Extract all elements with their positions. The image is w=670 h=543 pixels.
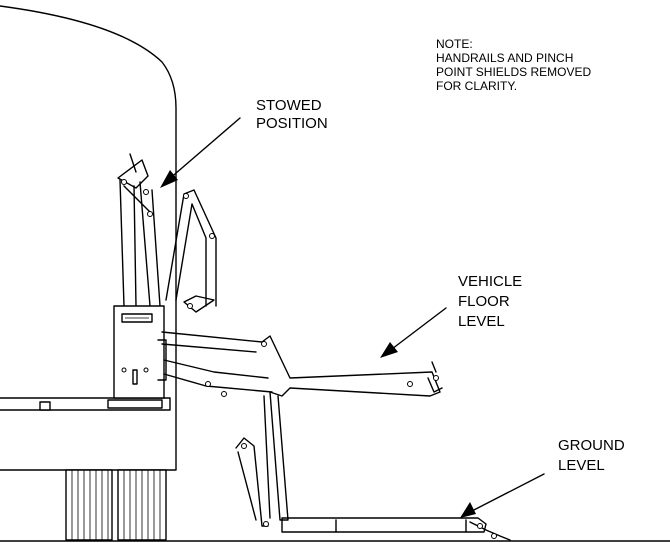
- lift-base-housing: [113, 305, 167, 399]
- vehicle-floor-label-line-1: VEHICLE: [458, 273, 522, 290]
- vehicle-floor-label-line-2: FLOOR: [458, 293, 510, 310]
- platform-floor-level: [161, 331, 443, 397]
- note-line-2: HANDRAILS AND PINCH: [436, 51, 573, 65]
- platform-ground-level: [281, 517, 511, 541]
- vehicle-floor-callout-arrow: [380, 307, 447, 358]
- vehicle-floor-label-line-3: LEVEL: [458, 313, 505, 330]
- tires: [65, 469, 167, 541]
- ground-label-line-2: LEVEL: [558, 457, 605, 474]
- note-line-3: POINT SHIELDS REMOVED: [436, 65, 591, 79]
- note-line-1: NOTE:: [436, 37, 473, 51]
- stowed-label-line-1: STOWED: [256, 97, 322, 114]
- vehicle-body-outline: [0, 5, 177, 471]
- stowed-lift-arms: [117, 153, 161, 307]
- note-line-4: FOR CLARITY.: [436, 79, 517, 93]
- stowed-callout-arrow: [160, 117, 241, 188]
- ground-callout-arrow: [460, 473, 545, 518]
- lowered-arms: [235, 391, 289, 527]
- mid-position-arms: [165, 189, 217, 313]
- ground-label-line-1: GROUND: [558, 437, 625, 454]
- stowed-label-line-2: POSITION: [256, 115, 328, 132]
- vehicle-floor-ledge: [0, 397, 171, 411]
- floor-plate: [107, 399, 163, 409]
- floor-bracket: [39, 401, 51, 411]
